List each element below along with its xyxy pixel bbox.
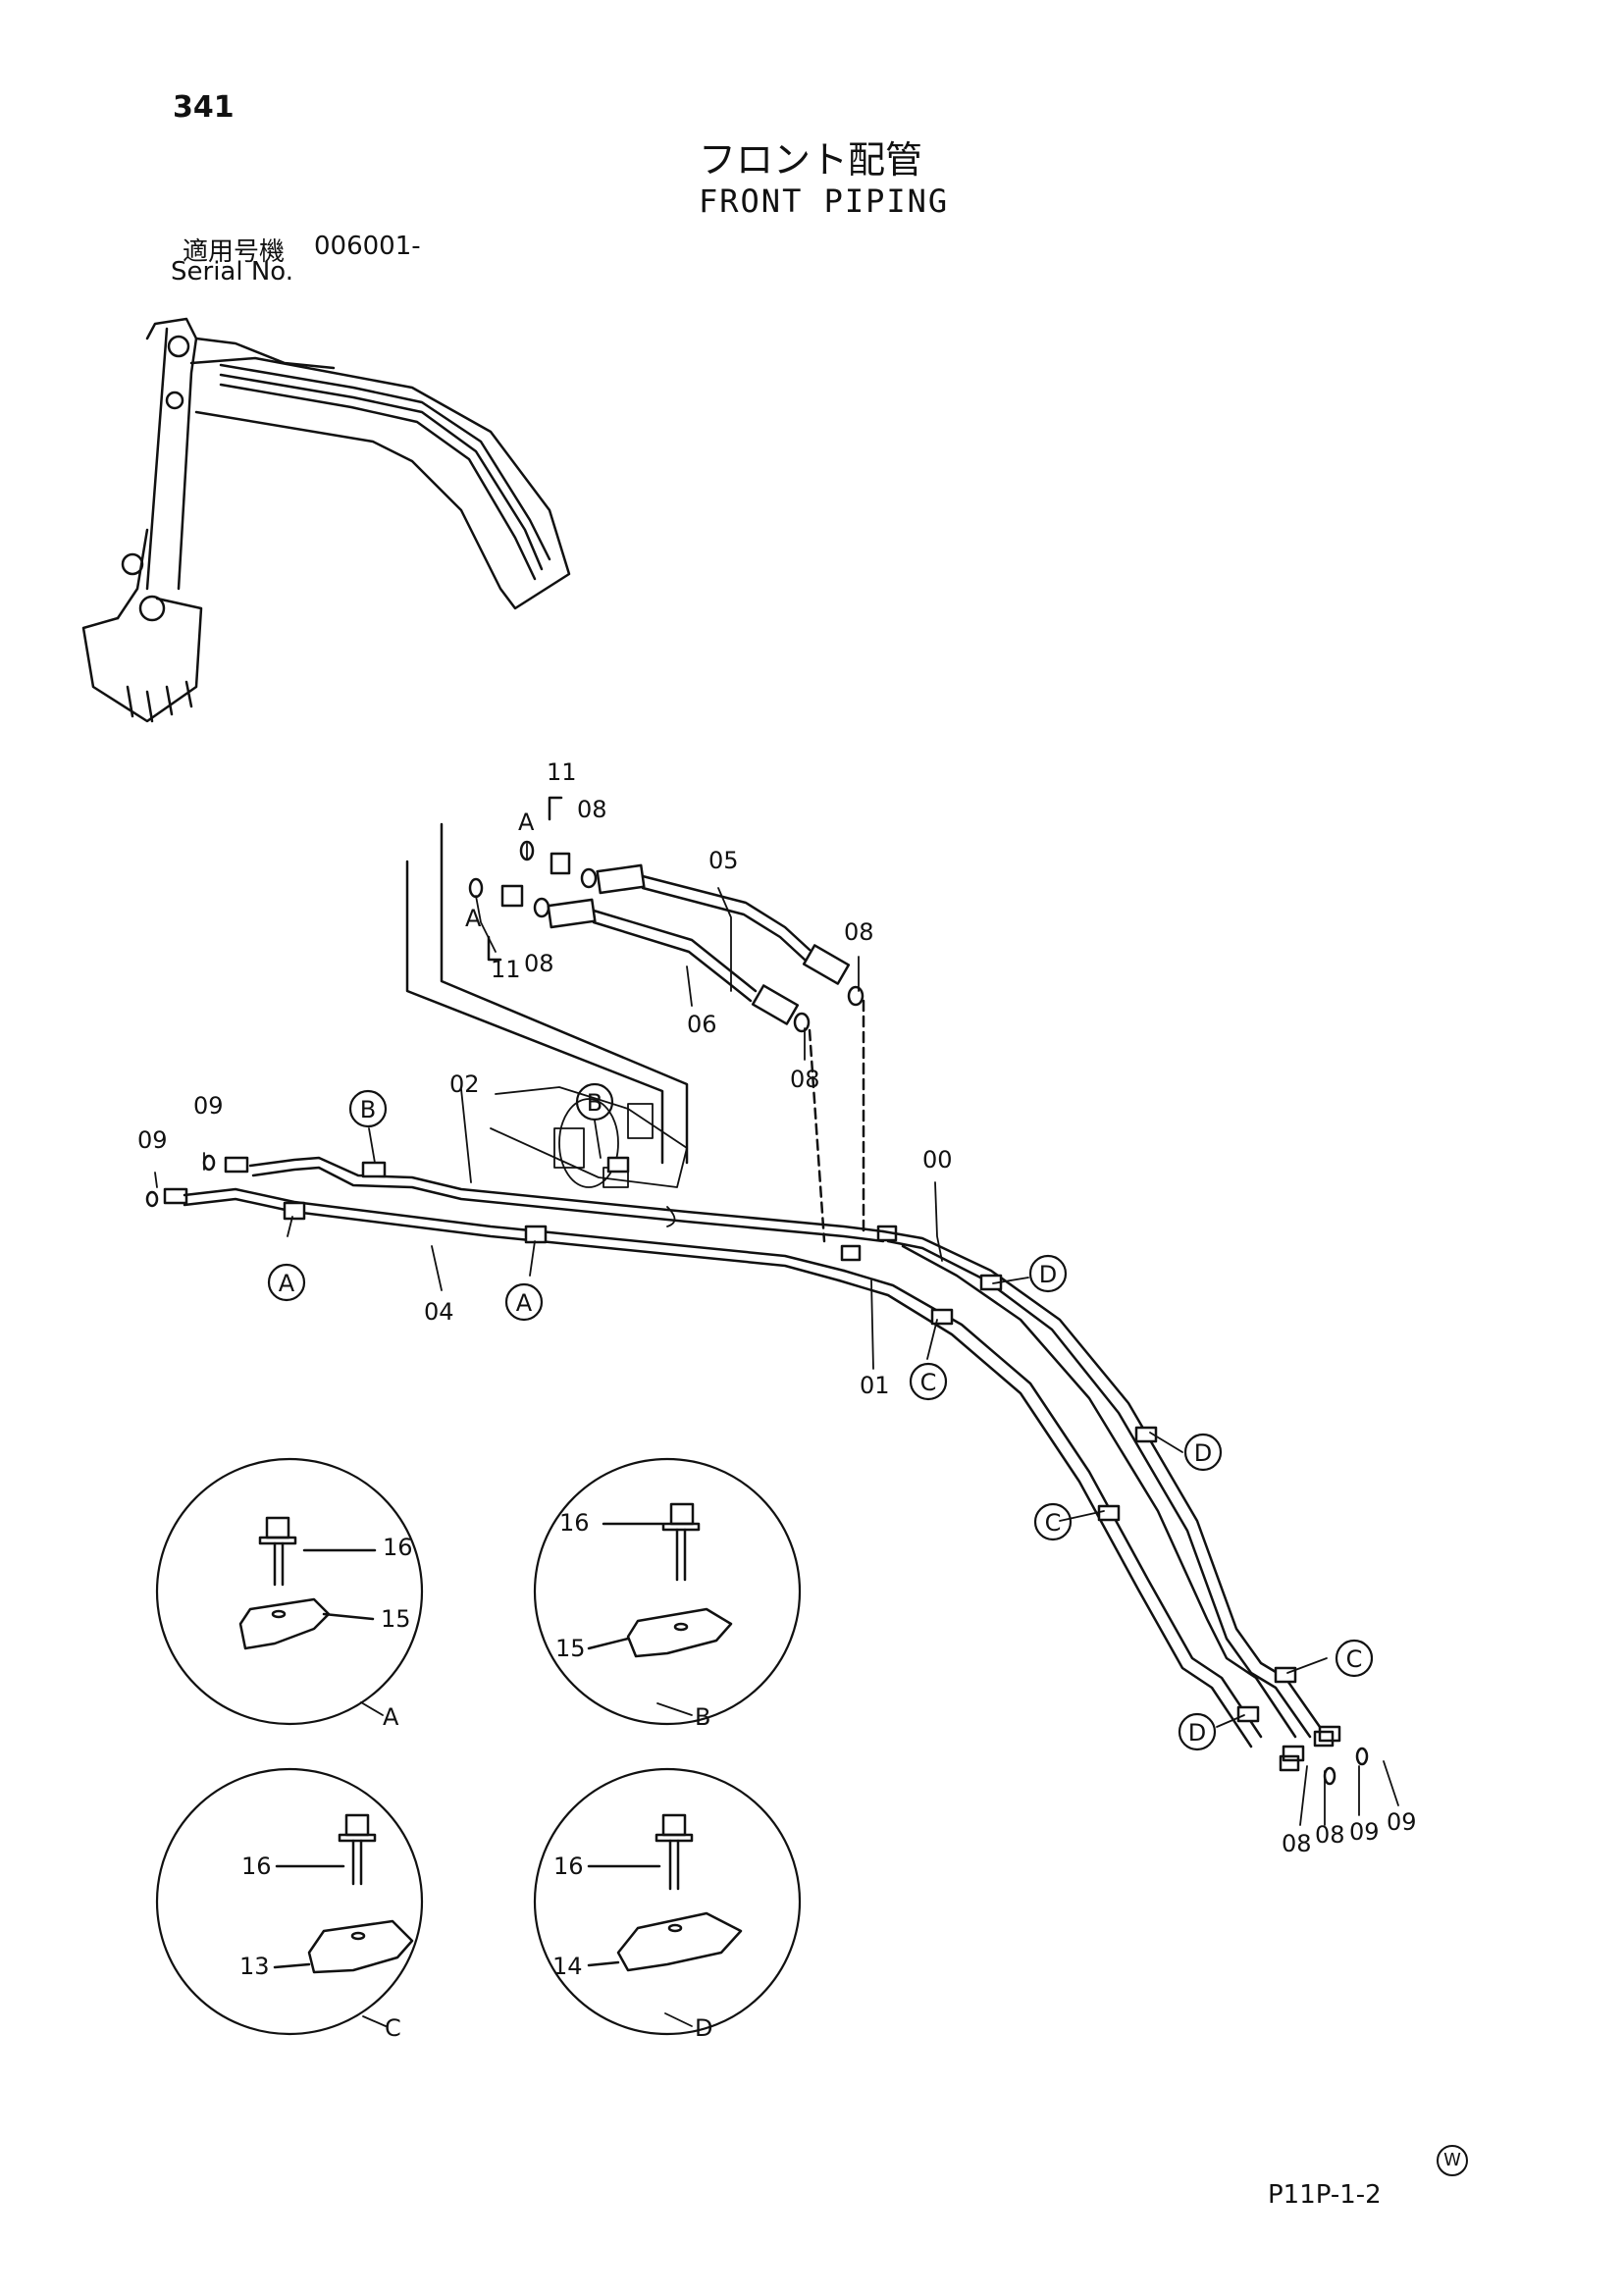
serial-number-value: 006001-: [314, 232, 421, 261]
callout-08-top: 08: [577, 796, 607, 823]
detail-d-parts: [587, 1813, 743, 1972]
callout-08-hose06: 08: [790, 1066, 820, 1093]
callout-06: 06: [687, 1011, 717, 1038]
detail-b-bolt-number: 16: [559, 1509, 590, 1537]
detail-b-letter: B: [695, 1703, 710, 1731]
callout-08-end-left: 08: [1282, 1830, 1312, 1857]
marker-b-left: B: [360, 1096, 376, 1123]
clamp-marker-circles: [267, 1082, 1374, 1751]
page-number: 341: [173, 90, 235, 125]
serial-label-japanese: 適用号機: [183, 237, 286, 267]
callout-11-top: 11: [547, 758, 577, 786]
marker-d-2: D: [1194, 1439, 1212, 1467]
detail-c-parts: [273, 1813, 414, 1974]
callout-04: 04: [424, 1298, 454, 1326]
callout-a-top: A: [518, 809, 535, 836]
callout-08-end-right: 08: [1315, 1821, 1345, 1849]
detail-a-clamp-number: 15: [381, 1605, 411, 1633]
detail-labels: 16 15 A 16 15 B 16 13 C 16 14 D: [239, 1509, 712, 2042]
callout-09-end-left: 09: [1349, 1818, 1380, 1846]
pipe-01: [837, 1269, 1263, 1748]
callout-09-upper: 09: [193, 1092, 224, 1120]
detail-label-leaders: [360, 1701, 693, 2027]
assembly-bracket: [405, 796, 689, 1165]
hose-06: [547, 898, 800, 1025]
detail-c-letter: C: [385, 2014, 401, 2042]
pipe-04: [183, 1187, 846, 1282]
marker-c-3: C: [1346, 1645, 1363, 1673]
serial-label-english: Serial No.: [171, 257, 293, 287]
detail-b-clamp-number: 15: [555, 1635, 586, 1662]
pipe-00: [881, 1229, 1322, 1739]
detail-a-bolt-number: 16: [383, 1534, 413, 1561]
marker-d-3: D: [1188, 1719, 1206, 1747]
callout-05: 05: [708, 847, 739, 874]
title-japanese: フロント配管: [699, 138, 923, 182]
hose-05: [596, 863, 851, 985]
callout-09-left: 09: [137, 1126, 168, 1154]
pipe-end-fittings: [145, 1154, 1369, 1786]
callout-09-end-right: 09: [1387, 1808, 1417, 1836]
drawing-code: P11P-1-2: [1268, 2180, 1382, 2210]
hose-leaders: [808, 999, 865, 1243]
callout-08-lower: 08: [524, 950, 554, 977]
pipe-02: [248, 1156, 885, 1243]
marker-c-2: C: [1045, 1509, 1062, 1537]
detail-a-parts: [238, 1516, 377, 1650]
callout-01: 01: [860, 1372, 890, 1399]
callout-11-lower: 11: [491, 956, 521, 983]
callout-02: 02: [449, 1070, 480, 1098]
detail-d-letter: D: [695, 2014, 712, 2042]
top-fittings: [468, 840, 864, 1033]
detail-d-bolt-number: 16: [553, 1852, 584, 1880]
marker-leaders: [287, 1120, 1328, 1728]
detail-circles: [155, 1457, 802, 2036]
watermark-symbol: W: [1437, 2145, 1468, 2176]
excavator-arm-overview: [81, 317, 571, 723]
callout-labels: 11 08 A A 11 08 05 06 08 08 09 09 02 00 …: [137, 758, 1417, 1857]
clamp-marker-letters: B B A A C C C D D D: [279, 1089, 1363, 1747]
marker-b-right: B: [587, 1089, 602, 1117]
detail-a-letter: A: [383, 1703, 399, 1731]
title-english: FRONT PIPING: [699, 183, 950, 220]
leader-lines: [154, 843, 1399, 1826]
detail-d-clamp-number: 14: [552, 1953, 583, 1980]
callout-00: 00: [922, 1146, 953, 1174]
detail-c-clamp-number: 13: [239, 1953, 270, 1980]
detail-b-parts: [587, 1502, 733, 1658]
detail-c-bolt-number: 16: [241, 1852, 272, 1880]
marker-a-right: A: [516, 1289, 533, 1317]
pipe-clamps: [283, 1156, 1335, 1772]
marker-a-left: A: [279, 1270, 295, 1297]
marker-c-1: C: [920, 1369, 937, 1396]
callout-08-hose05: 08: [844, 918, 874, 946]
marker-d-1: D: [1039, 1261, 1057, 1288]
callout-a-lower: A: [465, 905, 482, 932]
